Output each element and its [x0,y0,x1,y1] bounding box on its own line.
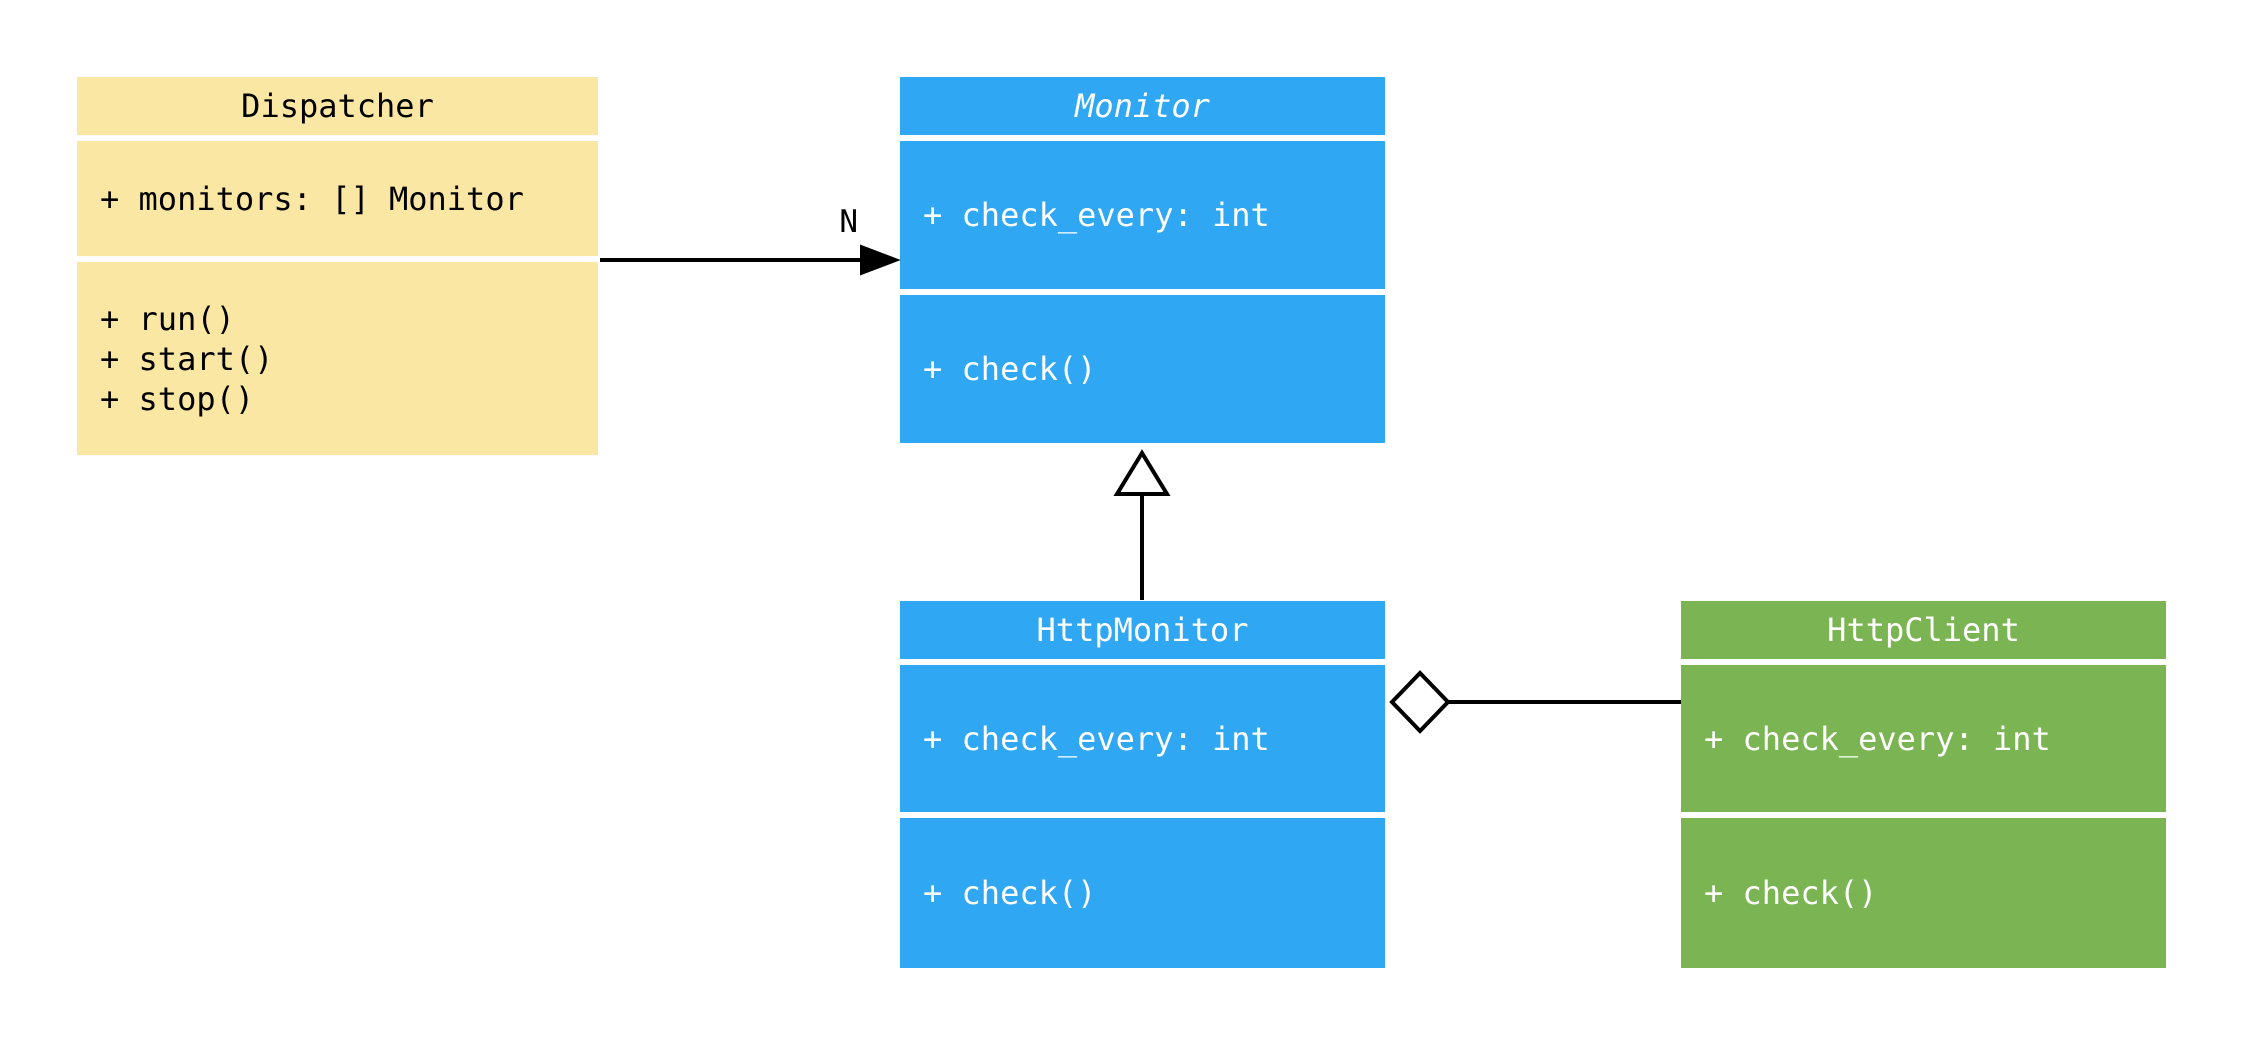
attribute-line: + check_every: int [923,719,1270,758]
class-methods-section: + check() [1681,818,2166,968]
attribute-line: + check_every: int [923,196,1270,234]
inheritance-arrow-httpmonitor-monitor [1113,449,1171,600]
hollow-triangle-icon [1113,449,1171,496]
class-title-bar: Monitor [900,77,1385,135]
hollow-diamond-icon [1389,670,1451,734]
class-name: HttpMonitor [1036,611,1249,649]
method-line: + start() [100,339,274,378]
class-attributes-section: + monitors: [] Monitor [77,141,598,256]
association-arrow-dispatcher-monitor [600,244,901,276]
multiplicity-label: N [839,204,858,240]
aggregation-connector-httpmonitor-httpclient [1389,670,1681,734]
class-name: Monitor [1075,87,1210,125]
class-methods-section: + check() [900,818,1385,968]
class-methods-section: + check() [900,295,1385,443]
method-line: + check() [1704,874,1878,912]
attribute-line: + monitors: [] Monitor [100,179,524,218]
uml-class-monitor: Monitor + check_every: int + check() [900,77,1385,443]
method-line: + check() [923,874,1097,912]
class-attributes-section: + check_every: int [900,665,1385,812]
attribute-line: + check_every: int [1704,719,2051,758]
class-attributes-section: + check_every: int [900,141,1385,289]
class-name: Dispatcher [241,87,434,125]
filled-arrowhead-icon [860,244,901,276]
method-line: + run() [100,299,235,338]
class-title-bar: HttpClient [1681,601,2166,659]
class-attributes-section: + check_every: int [1681,665,2166,812]
class-title-bar: Dispatcher [77,77,598,135]
method-line: + stop() [100,379,255,418]
class-title-bar: HttpMonitor [900,601,1385,659]
class-name: HttpClient [1827,611,2020,649]
uml-class-dispatcher: Dispatcher + monitors: [] Monitor + run(… [77,77,598,455]
class-methods-section: + run() + start() + stop() [77,262,598,455]
method-line: + check() [923,350,1097,388]
uml-class-httpclient: HttpClient + check_every: int + check() [1681,601,2166,968]
uml-class-httpmonitor: HttpMonitor + check_every: int + check() [900,601,1385,968]
